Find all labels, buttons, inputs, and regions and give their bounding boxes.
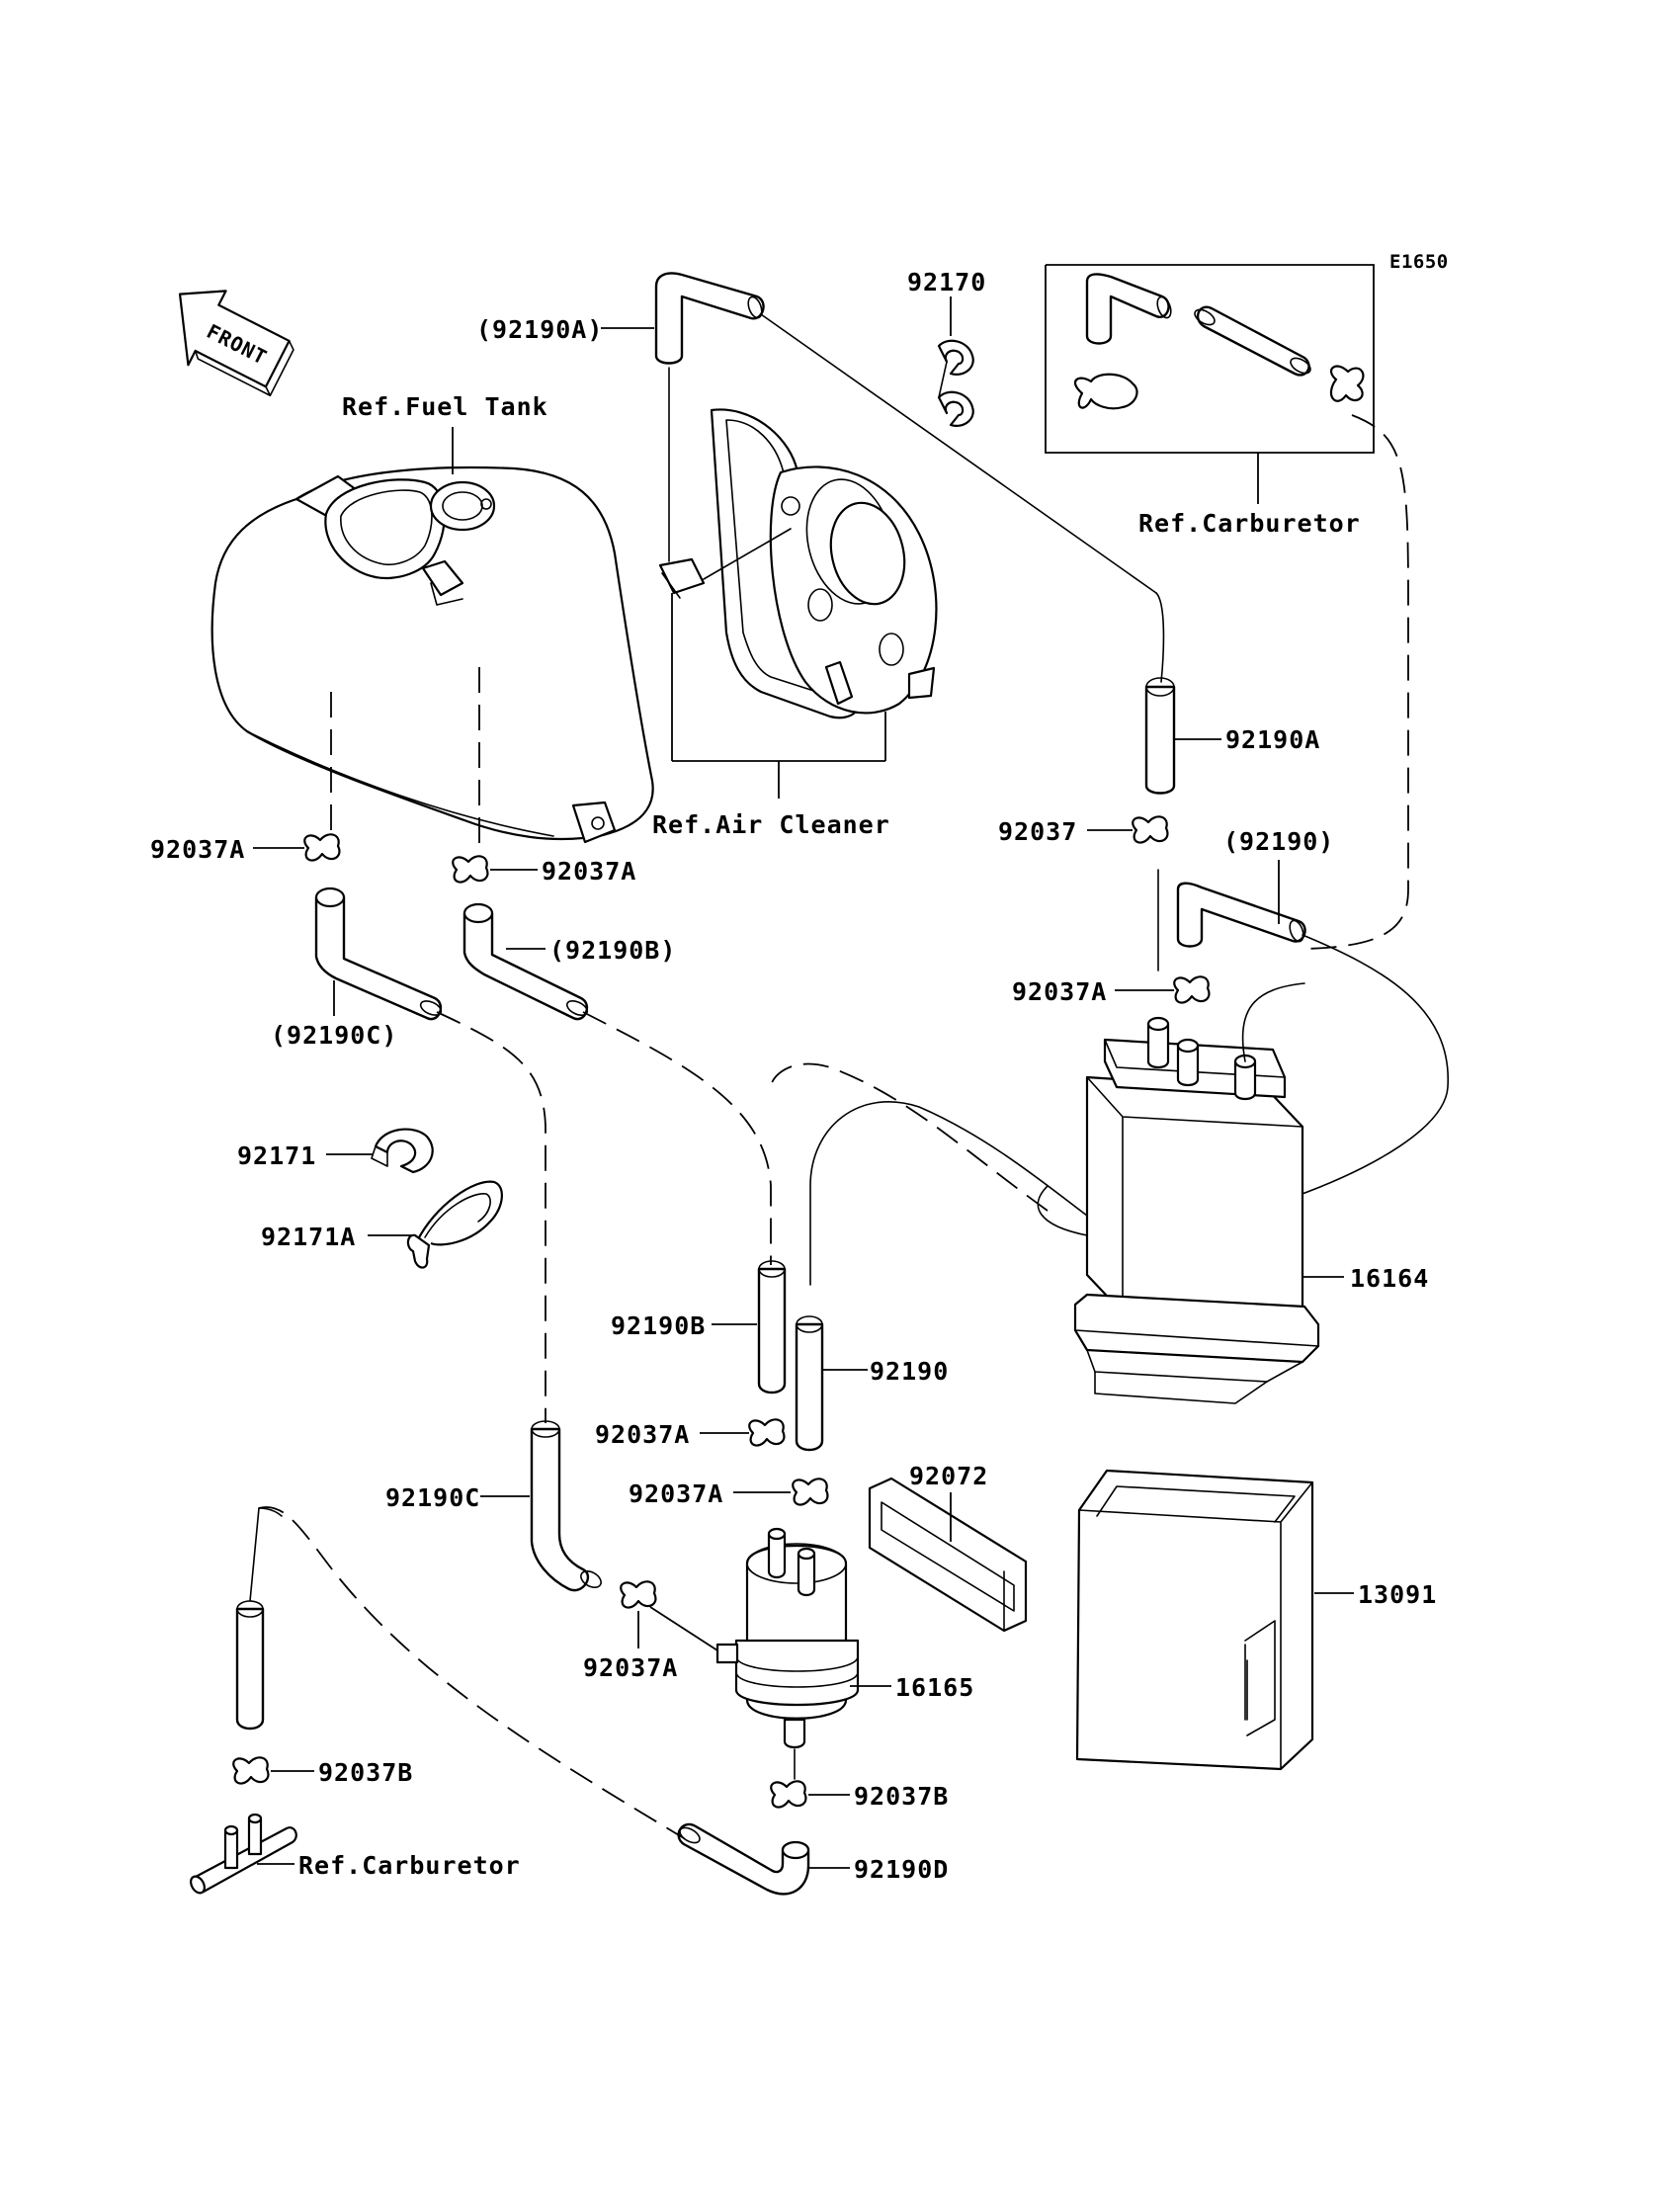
diagram-code: E1650: [1389, 251, 1449, 273]
fuel-filter-16165: [715, 1527, 860, 1749]
hose-92190D: [677, 1822, 810, 1896]
link-left-vertical-top: [258, 1507, 283, 1517]
link-92190C-long: [436, 1011, 546, 1423]
bracket-13091: [1075, 1469, 1314, 1771]
hose-92190-upper-link: [1037, 934, 1449, 1238]
ref-carburetor-box: [1045, 264, 1375, 454]
band-92072: [868, 1477, 1028, 1633]
hose-92190A-upper: [654, 272, 765, 365]
hose-92190B-lower: [757, 1260, 787, 1394]
label-92037A-tank-right: 92037A: [542, 857, 636, 886]
clamp-92037: [1132, 815, 1169, 844]
carburetor-fitting: [190, 1813, 297, 1895]
label-92190D: 92190D: [854, 1855, 949, 1884]
link-left-vertical: [249, 1507, 260, 1602]
canister-16164: [1073, 982, 1320, 1404]
label-ref-fuel-tank: Ref.Fuel Tank: [342, 392, 548, 421]
clamp-92037B-left: [232, 1756, 270, 1785]
label-92037A-filter-left: 92037A: [583, 1653, 678, 1682]
hose-92190A-lower: [1144, 677, 1176, 795]
hose-92190-lower: [795, 1315, 824, 1452]
link-92190B-long: [582, 1011, 772, 1265]
label-92037A-filter-top: 92037A: [629, 1479, 723, 1508]
label-92037A-canister: 92037A: [1012, 977, 1107, 1006]
front-arrow-icon: FRONT: [178, 290, 294, 397]
fuel-tank: [210, 465, 654, 844]
label-92190C: 92190C: [385, 1483, 480, 1512]
clamp-92037A-filter-left: [620, 1580, 657, 1609]
clamp-92037B-filter: [770, 1780, 807, 1809]
clamp-92037A-filter-top: [792, 1478, 829, 1506]
label-92190B: 92190B: [611, 1311, 706, 1340]
label-92171A: 92171A: [261, 1223, 356, 1251]
label-92171: 92171: [237, 1141, 316, 1170]
label-92190A-paren: (92190A): [476, 315, 603, 344]
label-16165: 16165: [895, 1673, 974, 1702]
label-92190-paren: (92190): [1223, 827, 1334, 856]
leader-92037A-filter-left: [649, 1606, 718, 1651]
link-92190-canister: [809, 1101, 1088, 1286]
clamp-92037A-canister: [1173, 975, 1211, 1004]
hose-92190C-lower: [530, 1420, 602, 1592]
label-92190A: 92190A: [1225, 725, 1320, 754]
label-13091: 13091: [1358, 1580, 1437, 1609]
air-cleaner: [658, 408, 938, 719]
link-canister-dash: [770, 1062, 1049, 1212]
hose-92190B-upper: [462, 902, 589, 1021]
hose-92190A-link: [760, 313, 1157, 594]
clamp-92037A-mid: [748, 1418, 786, 1447]
clip-92170: [937, 339, 974, 427]
label-92037B-filter: 92037B: [854, 1782, 949, 1811]
label-92190: 92190: [870, 1357, 949, 1386]
label-92037: 92037: [998, 817, 1077, 846]
link-92190D-long: [258, 1506, 685, 1839]
label-92170: 92170: [907, 268, 986, 296]
hose-92190A-link-curve: [1155, 592, 1165, 683]
clamp-92037A-tank-right: [452, 855, 489, 884]
label-92190B-paren: (92190B): [549, 936, 676, 965]
label-92190C-paren: (92190C): [271, 1021, 397, 1050]
label-ref-air-cleaner: Ref.Air Cleaner: [652, 810, 890, 839]
hose-left-vertical: [235, 1600, 265, 1731]
clip-92171: [371, 1128, 434, 1174]
label-92037B-left: 92037B: [318, 1758, 413, 1787]
label-ref-carburetor-top: Ref.Carburetor: [1138, 509, 1361, 538]
label-92037A-tank-left: 92037A: [150, 835, 245, 864]
label-ref-carburetor-bottom: Ref.Carburetor: [298, 1851, 521, 1880]
strap-92171A: [406, 1180, 503, 1269]
clamp-92037A-tank-left: [303, 833, 341, 862]
label-16164: 16164: [1350, 1264, 1429, 1293]
label-92072: 92072: [909, 1462, 988, 1490]
hose-92190-upper: [1176, 882, 1306, 948]
label-92037A-mid: 92037A: [595, 1420, 690, 1449]
carburetor-dashed-line: [1303, 414, 1409, 950]
hose-92190C-upper: [314, 887, 443, 1021]
